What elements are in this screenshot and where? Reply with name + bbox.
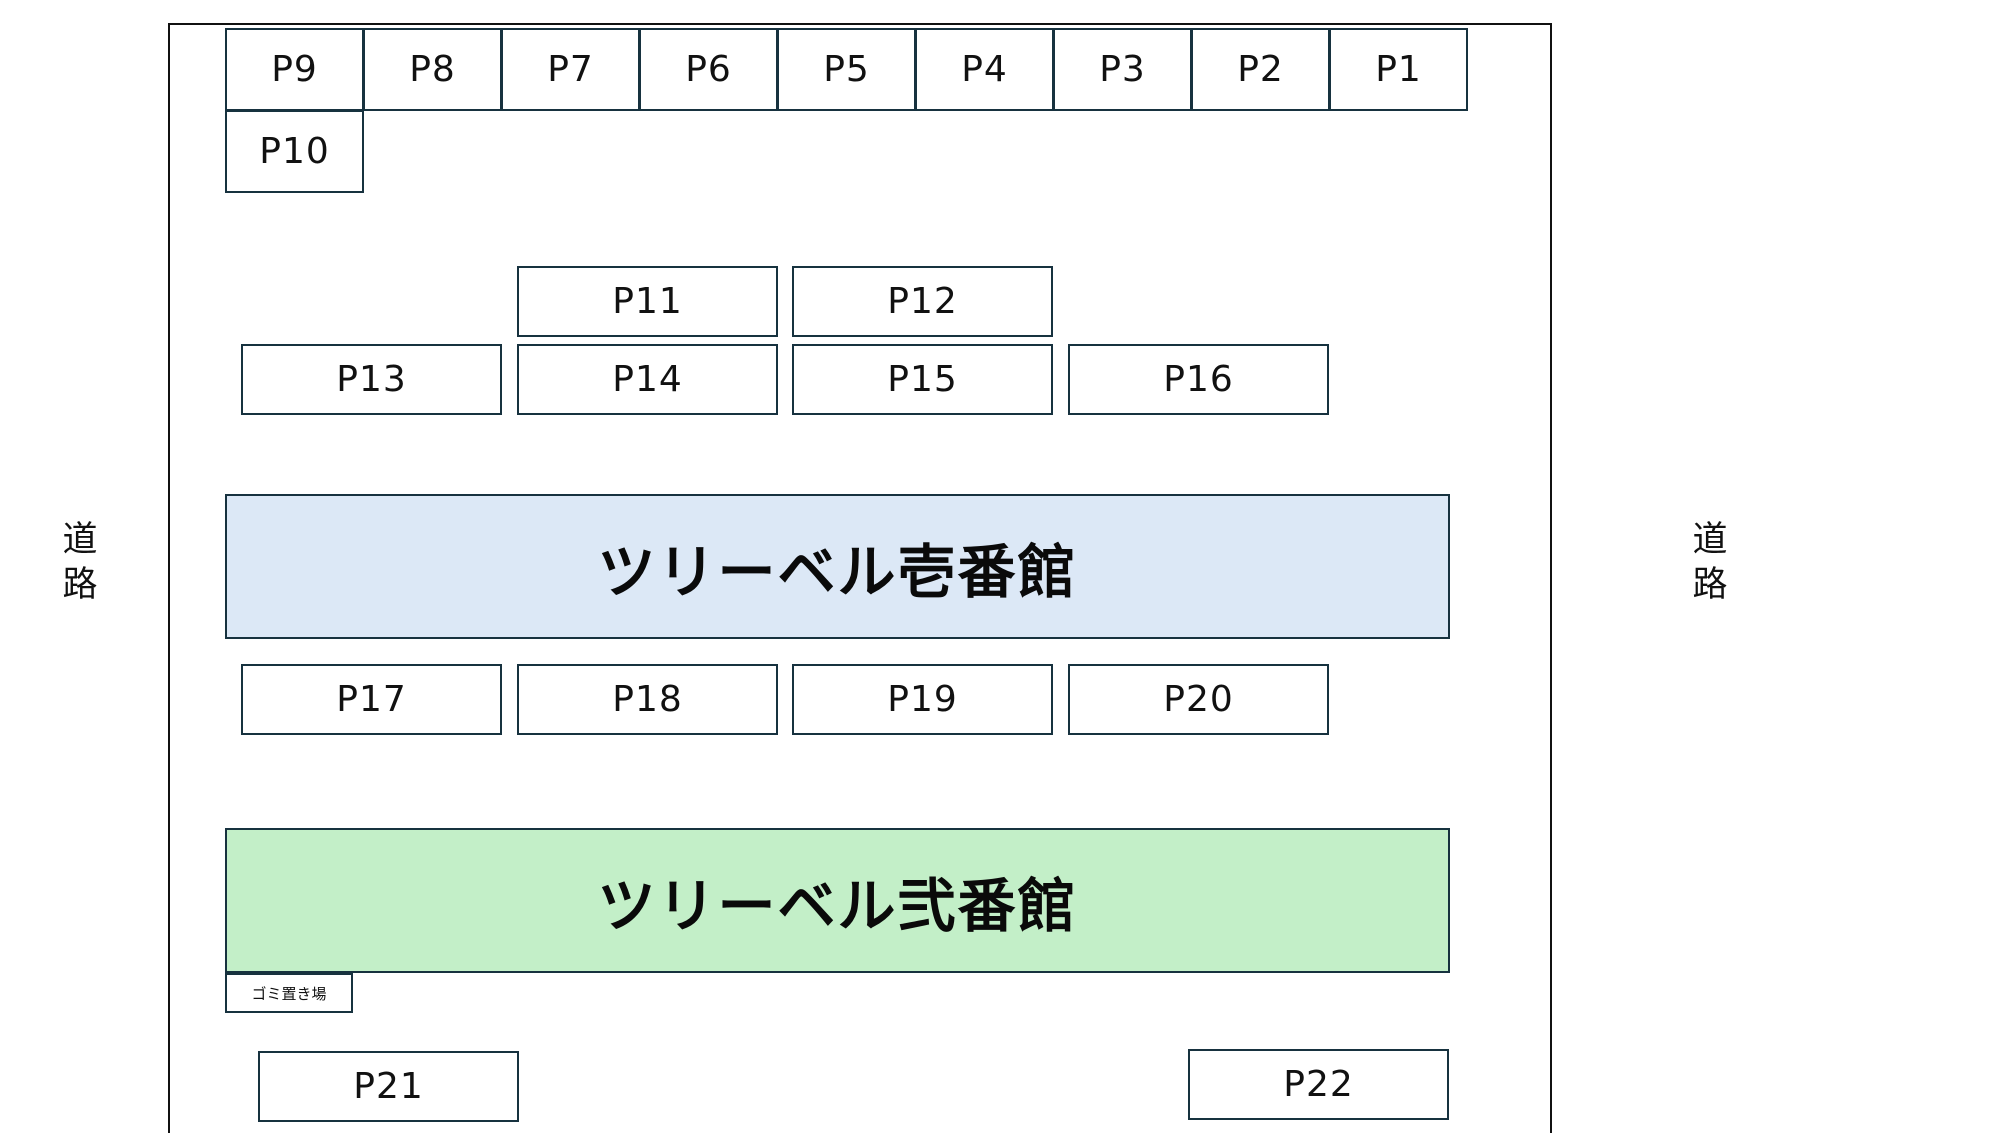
parking-space-p4: P4 [915,28,1054,111]
parking-space-p15: P15 [792,344,1053,415]
parking-space-p16: P16 [1068,344,1329,415]
road-label-left-char-1: 道 [62,520,98,560]
parking-space-p13: P13 [241,344,502,415]
parking-space-p17: P17 [241,664,502,735]
parking-space-p11: P11 [517,266,778,337]
parking-space-p22: P22 [1188,1049,1449,1120]
parking-space-p8: P8 [363,28,502,111]
parking-lot-boundary [168,23,1552,1133]
parking-space-p5: P5 [777,28,916,111]
building-tree-bell-niban: ツリーベル弐番館 [225,828,1450,973]
parking-space-p6: P6 [639,28,778,111]
parking-space-p3: P3 [1053,28,1192,111]
road-label-right: 道 路 [1680,518,1740,608]
parking-space-p10: P10 [225,110,364,193]
road-label-left: 道 路 [50,518,110,608]
parking-space-p19: P19 [792,664,1053,735]
building-tree-bell-ichiban: ツリーベル壱番館 [225,494,1450,639]
parking-space-p20: P20 [1068,664,1329,735]
parking-space-p21: P21 [258,1051,519,1122]
parking-space-p12: P12 [792,266,1053,337]
parking-space-p2: P2 [1191,28,1330,111]
parking-space-p1: P1 [1329,28,1468,111]
parking-space-p14: P14 [517,344,778,415]
road-label-right-char-1: 道 [1692,520,1728,560]
road-label-left-char-2: 路 [62,565,98,605]
parking-space-p9: P9 [225,28,364,111]
parking-space-p18: P18 [517,664,778,735]
road-label-right-char-2: 路 [1692,565,1728,605]
trash-area: ゴミ置き場 [225,973,353,1013]
parking-space-p7: P7 [501,28,640,111]
